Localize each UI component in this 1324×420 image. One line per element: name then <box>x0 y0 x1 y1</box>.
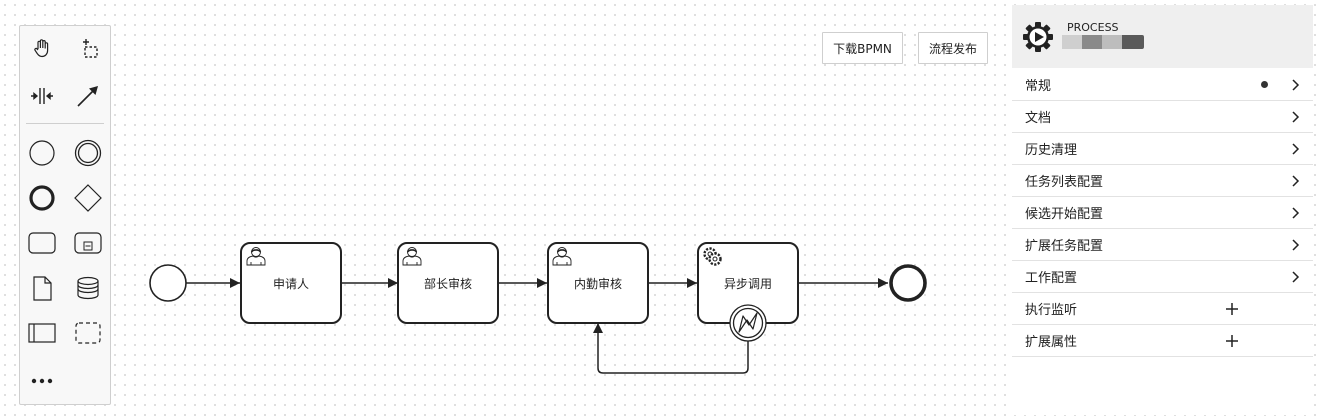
group-title: 任务列表配置 <box>1025 175 1104 190</box>
hand-tool-icon[interactable] <box>25 31 59 65</box>
group-documentation[interactable]: 文档 <box>1012 101 1313 133</box>
intermediate-event-icon[interactable] <box>71 136 105 170</box>
group-extension-properties[interactable]: 扩展属性 <box>1012 325 1313 357</box>
lasso-tool-icon[interactable] <box>71 31 105 65</box>
group-candidate-starter-config[interactable]: 候选开始配置 <box>1012 197 1313 229</box>
group-general[interactable]: 常规 <box>1012 69 1313 101</box>
data-store-icon[interactable] <box>71 271 105 305</box>
chevron-right-icon <box>1292 110 1300 123</box>
connect-tool-icon[interactable] <box>71 79 105 113</box>
user-task-icon <box>246 247 266 266</box>
user-task-icon <box>402 247 422 266</box>
subprocess-icon[interactable] <box>71 226 105 260</box>
group-title: 扩展任务配置 <box>1025 239 1104 254</box>
group-job-config[interactable]: 工作配置 <box>1012 261 1313 293</box>
task-label: 部长审核 <box>423 277 472 291</box>
group-extension-task-config[interactable]: 扩展任务配置 <box>1012 229 1313 261</box>
end-event-icon[interactable] <box>25 181 59 215</box>
publish-process-button[interactable]: 流程发布 <box>918 32 988 64</box>
group-execution-listeners[interactable]: 执行监听 <box>1012 293 1313 325</box>
chevron-right-icon <box>1292 238 1300 251</box>
group-title: 文档 <box>1025 111 1052 126</box>
add-icon[interactable] <box>1225 302 1239 316</box>
add-icon[interactable] <box>1225 334 1239 348</box>
data-object-icon[interactable] <box>25 271 59 305</box>
group-title: 扩展属性 <box>1025 335 1078 350</box>
more-icon[interactable] <box>25 364 59 398</box>
end-event[interactable] <box>889 264 927 302</box>
palette-separator <box>26 123 104 124</box>
group-title: 候选开始配置 <box>1025 207 1104 222</box>
chevron-right-icon <box>1292 206 1300 219</box>
properties-panel: PROCESS 常规 文档 历史清理 任务列表配置 候选开始配置 扩展任务配置 … <box>1012 5 1313 415</box>
service-task-icon <box>703 247 722 266</box>
group-title: 工作配置 <box>1025 271 1078 286</box>
chevron-right-icon <box>1292 174 1300 187</box>
properties-header: PROCESS <box>1012 5 1313 68</box>
task-label: 申请人 <box>272 277 309 291</box>
group-title: 常规 <box>1025 79 1052 94</box>
chevron-right-icon <box>1292 78 1300 91</box>
group-title: 历史清理 <box>1025 143 1078 158</box>
task-shape[interactable] <box>547 242 649 324</box>
group-title: 执行监听 <box>1025 303 1078 318</box>
sequence-flow-loop[interactable] <box>593 323 749 374</box>
task-label: 内勤审核 <box>573 277 622 291</box>
data-indicator-dot <box>1261 81 1268 88</box>
process-name-redacted <box>1062 35 1144 49</box>
space-tool-icon[interactable] <box>25 79 59 113</box>
task-shape[interactable] <box>240 242 342 324</box>
start-event-icon[interactable] <box>25 136 59 170</box>
process-diagram <box>149 242 927 374</box>
gateway-icon[interactable] <box>71 181 105 215</box>
task-shape[interactable] <box>397 242 499 324</box>
group-tasklist-config[interactable]: 任务列表配置 <box>1012 165 1313 197</box>
group-icon[interactable] <box>71 316 105 350</box>
chevron-right-icon <box>1292 270 1300 283</box>
start-event[interactable] <box>149 264 187 302</box>
user-task-icon <box>552 247 572 266</box>
group-history-cleanup[interactable]: 历史清理 <box>1012 133 1313 165</box>
element-type-label: PROCESS <box>1067 21 1119 34</box>
participant-icon[interactable] <box>25 316 59 350</box>
process-gear-icon <box>1023 22 1053 52</box>
error-boundary-event[interactable] <box>729 304 767 342</box>
download-bpmn-button[interactable]: 下载BPMN <box>822 32 903 64</box>
task-label: 异步调用 <box>723 277 772 291</box>
task-icon[interactable] <box>25 226 59 260</box>
chevron-right-icon <box>1292 142 1300 155</box>
tool-palette <box>19 25 111 405</box>
